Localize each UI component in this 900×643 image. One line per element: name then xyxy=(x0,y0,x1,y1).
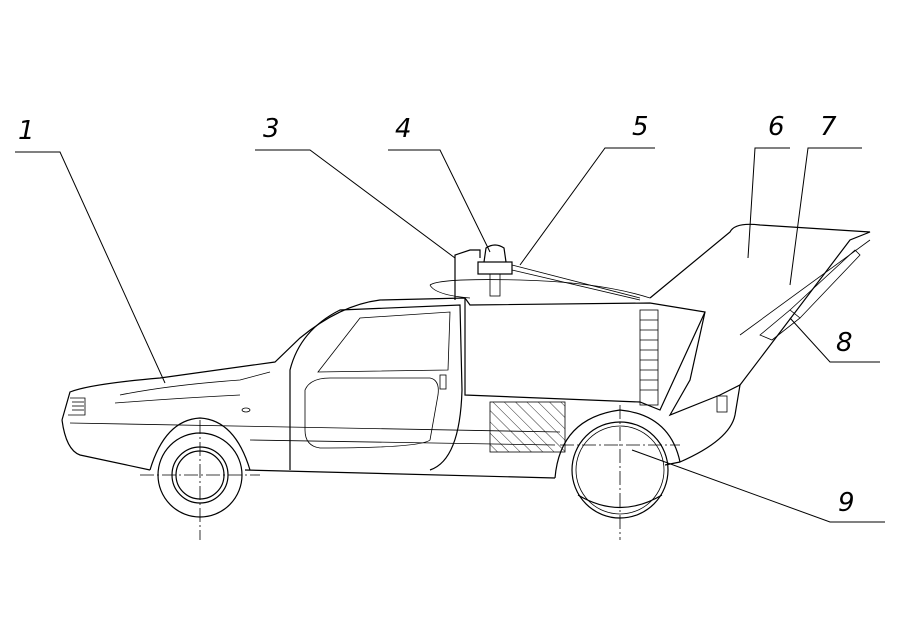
rear-wheel xyxy=(560,405,680,540)
callout-5: 5 xyxy=(632,112,649,142)
callout-4: 4 xyxy=(395,114,412,144)
callout-1: 1 xyxy=(18,116,35,146)
callout-6: 6 xyxy=(768,112,785,142)
callout-9: 9 xyxy=(838,488,855,518)
front-wheel xyxy=(140,420,260,540)
callout-3: 3 xyxy=(263,114,280,144)
car-body xyxy=(61,223,871,479)
leader-lines xyxy=(15,147,885,523)
callout-7: 7 xyxy=(820,112,837,142)
callout-8: 8 xyxy=(836,328,853,358)
